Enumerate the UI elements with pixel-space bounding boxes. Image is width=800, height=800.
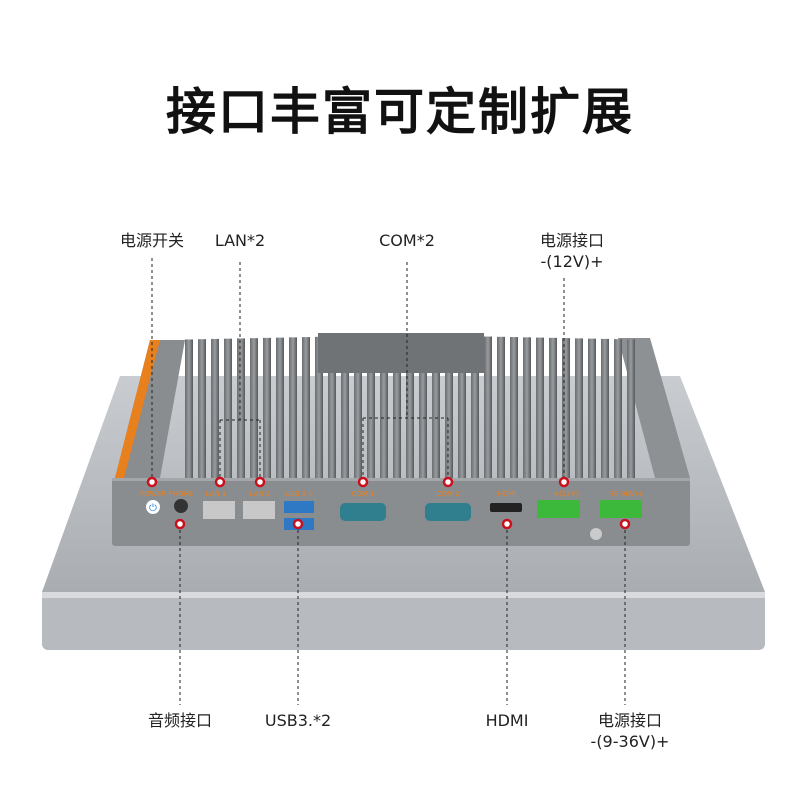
power-button[interactable] <box>146 500 160 514</box>
heatsink-fin <box>380 335 388 478</box>
heatsink-fin <box>601 338 609 478</box>
heatsink-fin <box>471 336 479 478</box>
heatsink-fin <box>536 337 544 478</box>
callout-lines <box>151 258 626 705</box>
callout-usb: USB3.*2 <box>264 711 332 730</box>
heatsink-fin <box>458 336 466 478</box>
heatsink-fin <box>302 337 310 478</box>
usb-port-1 <box>284 501 314 513</box>
port-label-dc12: +(12V)- <box>553 490 581 498</box>
heatsink-fin <box>627 339 635 478</box>
port-label-hdmi: HDMI <box>498 490 517 498</box>
heatsink-fin <box>224 338 232 478</box>
com2-port <box>425 503 471 521</box>
heatsink-fin <box>432 335 440 478</box>
heatsink-fin <box>614 339 622 478</box>
power-icon: ⏻ <box>149 503 157 514</box>
heatsink-fin <box>328 336 336 478</box>
callout-dc936-voltage: -(9-36V)+ <box>590 732 670 751</box>
callout-dc12-label: 电源接口 <box>539 231 605 250</box>
port-label-lan2: LAN 2 <box>250 490 271 498</box>
dc12-connector <box>537 500 580 518</box>
callout-audio: 音频接口 <box>147 711 213 730</box>
port-label-power: POWER <box>140 490 166 498</box>
port-label-com1: COM 1 <box>351 490 374 498</box>
callout-lan: LAN*2 <box>214 231 266 250</box>
dc936-connector <box>600 500 642 518</box>
heatsink-fins <box>185 335 635 478</box>
heatsink-fin <box>406 335 414 478</box>
heatsink-fin <box>575 338 583 478</box>
left-handle-orange <box>115 340 160 478</box>
heatsink-fin <box>562 338 570 478</box>
heatsink-fin <box>367 335 375 478</box>
heatsink-fin <box>250 338 258 478</box>
heatsink-fin <box>523 337 531 478</box>
callout-power-switch: 电源开关 <box>119 231 185 250</box>
heatsink-fin <box>484 336 492 478</box>
port-label-com2: COM 2 <box>436 490 459 498</box>
port-label-dc936: -(9-36V)+ <box>609 490 644 498</box>
heatsink-fin <box>237 338 245 478</box>
heatsink-fin <box>289 337 297 478</box>
heatsink-fin <box>185 339 193 478</box>
right-handle <box>618 338 690 478</box>
heatsink-fin <box>445 335 453 478</box>
heatsink-fin <box>393 335 401 478</box>
port-label-usb: USB 3.0 <box>285 490 313 498</box>
heatsink-top-plate <box>318 333 484 373</box>
heatsink-fin <box>276 337 284 478</box>
callout-dc936-label: 电源接口 <box>597 711 663 730</box>
callout-dc12-voltage: -(12V)+ <box>540 252 604 271</box>
ground-screw <box>590 528 602 540</box>
heatsink-fin <box>510 337 518 478</box>
heatsink-fin <box>588 338 596 478</box>
heatsink-fin <box>354 336 362 478</box>
io-panel <box>112 478 690 546</box>
hdmi-port <box>490 503 522 512</box>
heatsink-fin <box>315 336 323 478</box>
page-title: 接口丰富可定制扩展 <box>166 83 634 141</box>
heatsink-fin <box>341 336 349 478</box>
heatsink-fin <box>549 337 557 478</box>
heatsink-fin <box>263 337 271 478</box>
callout-hdmi: HDMI <box>485 711 529 730</box>
lan1-port <box>203 501 235 519</box>
heatsink-fin <box>198 339 206 478</box>
callout-markers <box>146 476 631 530</box>
port-label-phone: PHONE <box>169 490 194 498</box>
lan2-port <box>243 501 275 519</box>
com1-port <box>340 503 386 521</box>
heatsink-fin <box>497 336 505 478</box>
audio-jack <box>174 499 188 513</box>
heatsink-fin <box>419 335 427 478</box>
callout-dc12: 电源接口 -(12V)+ <box>540 230 604 272</box>
callout-com: COM*2 <box>379 231 435 250</box>
heatsink-fin <box>211 338 219 478</box>
callout-dc936: 电源接口 -(9-36V)+ <box>591 710 670 752</box>
port-label-lan1: LAN 1 <box>206 490 227 498</box>
